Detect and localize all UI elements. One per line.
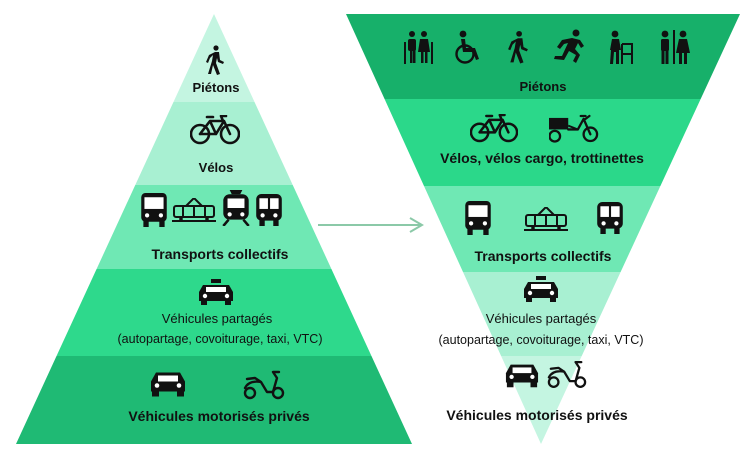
left-label-transports: Transports collectifs <box>152 246 289 262</box>
left-label-pietons: Piétons <box>193 80 240 95</box>
right-label-pietons: Piétons <box>520 79 567 94</box>
left-level-prives <box>16 356 412 444</box>
right-label-transports: Transports collectifs <box>475 248 612 264</box>
left-label-partages-1: Véhicules partagés <box>162 311 273 326</box>
left-label-partages-2: (autopartage, covoiturage, taxi, VTC) <box>118 332 323 346</box>
left-label-prives: Véhicules motorisés privés <box>128 408 310 424</box>
right-pyramid <box>346 14 740 444</box>
transition-arrow <box>318 217 424 233</box>
right-label-prives: Véhicules motorisés privés <box>446 407 628 423</box>
right-label-partages-2: (autopartage, covoiturage, taxi, VTC) <box>439 333 644 347</box>
right-label-velos: Vélos, vélos cargo, trottinettes <box>440 150 644 166</box>
right-label-partages-1: Véhicules partagés <box>486 311 597 326</box>
left-label-velos: Vélos <box>199 160 234 175</box>
right-level-velos <box>346 99 740 186</box>
